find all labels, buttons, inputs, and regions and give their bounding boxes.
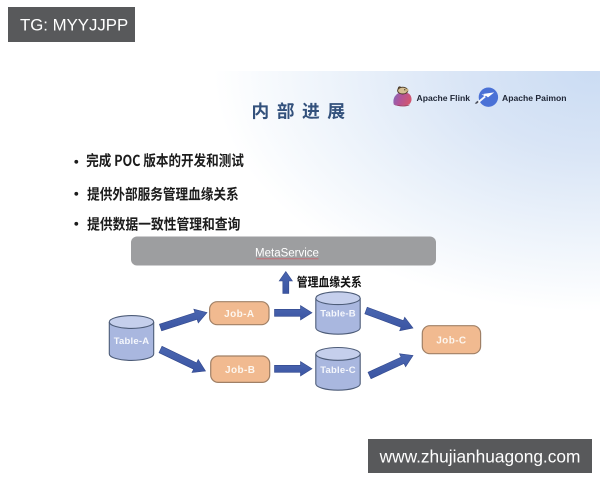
svg-text:MetaService: MetaService [255, 248, 319, 260]
svg-text:Apache Paimon: Apache Paimon [502, 93, 566, 103]
svg-text:Job-B: Job-B [225, 365, 255, 376]
svg-text:Job-C: Job-C [436, 335, 466, 346]
svg-text:Table-B: Table-B [320, 308, 356, 319]
svg-text:Table-A: Table-A [114, 336, 150, 347]
svg-text:Job-A: Job-A [224, 309, 254, 320]
svg-text:www.zhujianhuagong.com: www.zhujianhuagong.com [379, 447, 581, 467]
svg-text:Apache Flink: Apache Flink [417, 93, 471, 103]
svg-text:Table-C: Table-C [320, 365, 356, 376]
svg-text:TG: MYYJJPP: TG: MYYJJPP [20, 16, 128, 35]
